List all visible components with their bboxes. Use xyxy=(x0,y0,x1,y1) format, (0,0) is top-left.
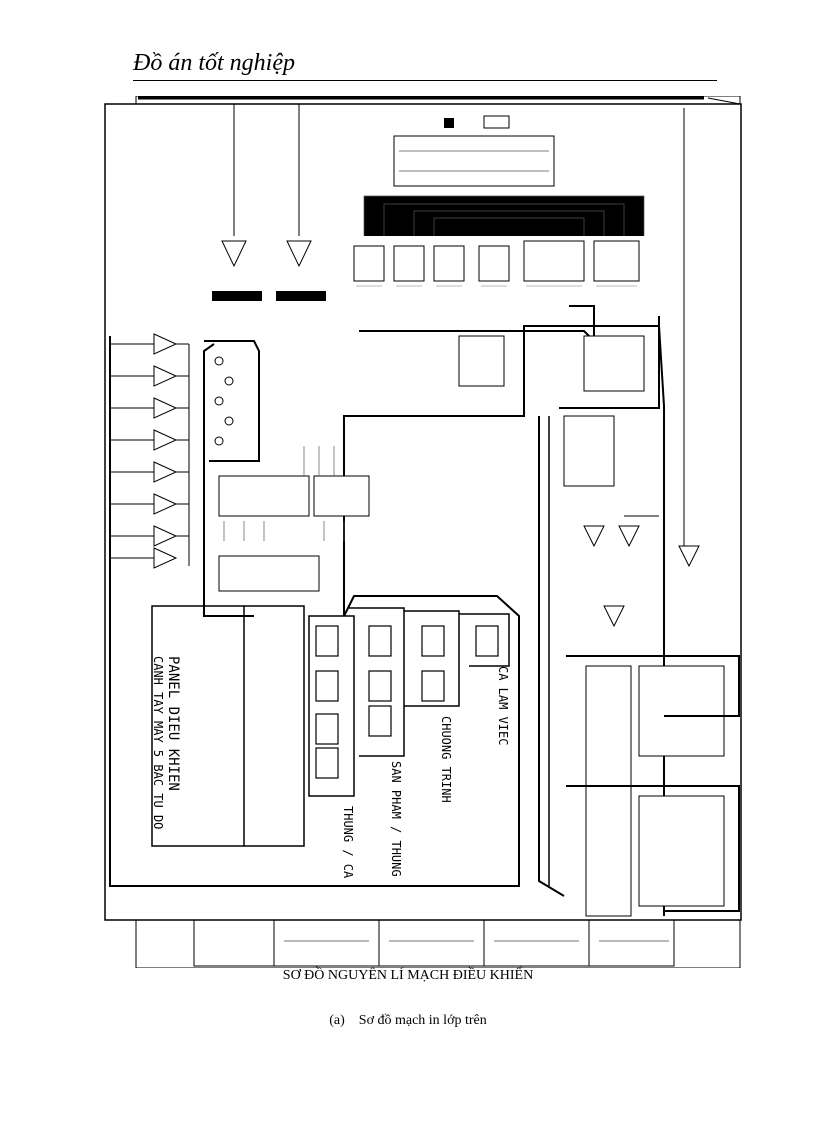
display-label-chuong-trinh: CHUONG TRINH xyxy=(439,716,453,803)
seven-segment-displays xyxy=(315,625,499,779)
decoder-ic xyxy=(218,475,310,517)
document-header: Đồ án tốt nghiệp xyxy=(133,50,717,81)
figure-subcaption: (a) Sơ đồ mạch in lớp trên xyxy=(0,1013,816,1029)
subcaption-index: (a) xyxy=(329,1013,345,1028)
display-label-ca-lam-viec: CA LAM VIEC xyxy=(496,666,510,745)
panel-subtitle: CANH TAY MAY 5 BAC TU DO xyxy=(151,656,165,829)
document-title: Đồ án tốt nghiệp xyxy=(133,50,295,76)
power-strip xyxy=(193,919,675,967)
schematic-inner-frame xyxy=(104,103,742,921)
panel-title: PANEL DIEU KHIEN xyxy=(165,656,181,791)
input-buffer-column xyxy=(153,333,178,569)
figure-caption: SƠ ĐỒ NGUYÊN LÍ MẠCH ĐIỀU KHIỂN xyxy=(282,968,534,983)
subcaption-text: Sơ đồ mạch in lớp trên xyxy=(358,1013,487,1028)
display-label-thung-ca: THUNG / CA xyxy=(341,806,355,879)
circuit-schematic: PANEL DIEU KHIEN CANH TAY MAY 5 BAC TU D… xyxy=(104,96,742,968)
latch-ic-row xyxy=(353,240,640,282)
display-label-san-pham-thung: SAN PHAM / THUNG xyxy=(389,761,403,877)
